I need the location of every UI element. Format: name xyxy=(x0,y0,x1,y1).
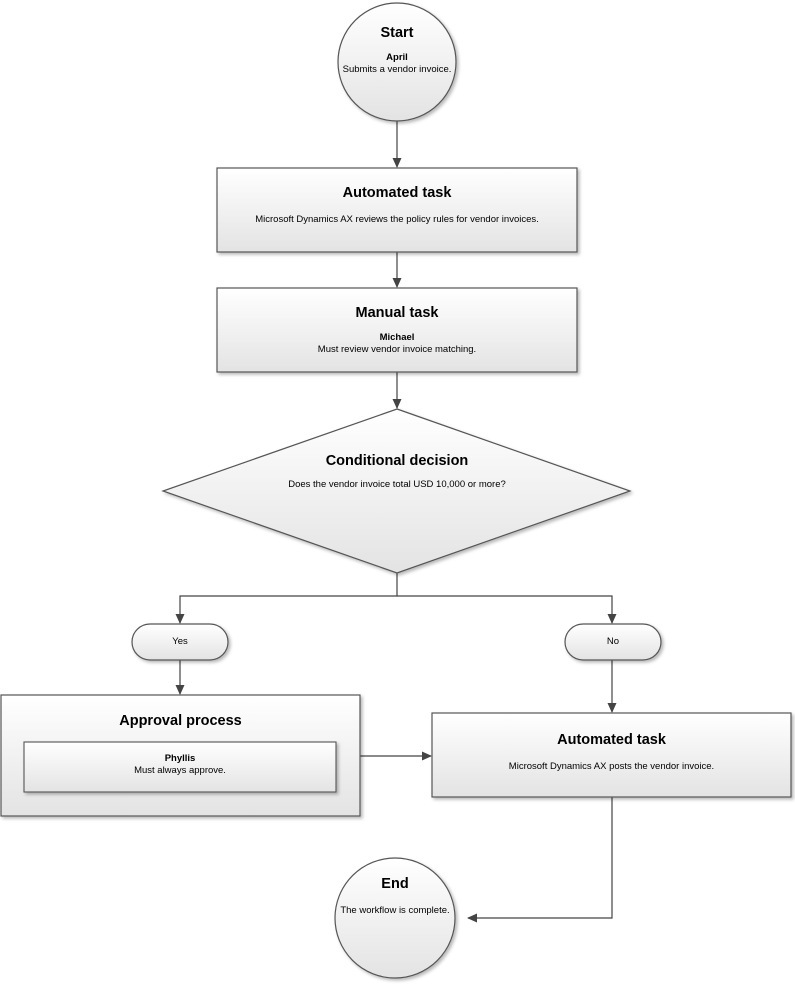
manual-task-shape xyxy=(216,287,578,373)
decision-text: Does the vendor invoice total USD 10,000… xyxy=(288,479,506,491)
manual-task-title: Manual task xyxy=(355,305,439,321)
automated-task-1-text: Microsoft Dynamics AX reviews the policy… xyxy=(255,214,539,226)
automated-task-1-shape xyxy=(216,167,578,253)
start-node: Start April Submits a vendor invoice. xyxy=(338,24,456,76)
no-branch-label: No xyxy=(606,636,620,647)
start-title: Start xyxy=(380,25,414,41)
decision-node: Conditional decision Does the vendor inv… xyxy=(217,452,577,491)
approver-step: Phyllis Must always approve. xyxy=(24,753,336,777)
connector-decision-to-yes xyxy=(175,573,398,624)
approver-text: Must always approve. xyxy=(134,764,226,776)
yes-branch-label: Yes xyxy=(172,636,188,647)
end-node-shape xyxy=(334,857,456,979)
automated-task-2-node: Automated task Microsoft Dynamics AX pos… xyxy=(432,731,791,773)
connector-decision-to-no xyxy=(397,595,617,624)
yes-node-shape xyxy=(131,623,229,661)
end-title: End xyxy=(381,876,409,892)
decision-shape xyxy=(161,408,632,574)
no-node-shape xyxy=(564,623,662,661)
automated-task-2-text: Microsoft Dynamics AX posts the vendor i… xyxy=(508,761,715,773)
automated-task-2-shape xyxy=(431,712,792,798)
automated-task-1-title: Automated task xyxy=(342,185,452,201)
end-text: The workflow is complete. xyxy=(340,905,450,917)
start-actor: April xyxy=(386,52,408,64)
manual-task-actor: Michael xyxy=(379,332,415,344)
connectors xyxy=(175,121,617,923)
decision-title: Conditional decision xyxy=(325,453,469,469)
automated-task-1-node: Automated task Microsoft Dynamics AX rev… xyxy=(217,184,577,226)
automated-task-2-title: Automated task xyxy=(557,732,666,748)
connector-automated-task-2-to-end xyxy=(467,797,613,923)
approval-process-title: Approval process xyxy=(119,713,242,729)
approver-step-shape xyxy=(23,741,337,793)
manual-task-node: Manual task Michael Must review vendor i… xyxy=(217,304,577,356)
end-node: End The workflow is complete. xyxy=(335,875,455,917)
manual-task-text: Must review vendor invoice matching. xyxy=(317,344,477,355)
start-text: Submits a vendor invoice. xyxy=(342,64,452,75)
approver-name: Phyllis xyxy=(164,753,196,764)
start-node-shape xyxy=(337,2,457,122)
